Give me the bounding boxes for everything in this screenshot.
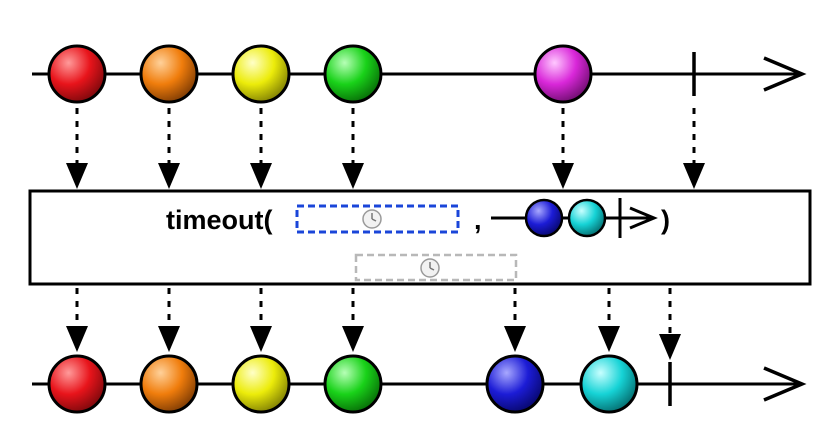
source-timeline (32, 44, 807, 104)
source-magenta-marble (533, 44, 593, 104)
result-cyan-marble (579, 354, 639, 414)
result-red-marble (47, 354, 107, 414)
clock-icon (362, 209, 382, 229)
arrow-out-fallback-2 (598, 288, 620, 352)
arrow-in-4 (342, 108, 364, 189)
result-orange-marble (139, 354, 199, 414)
arrow-out-2 (158, 288, 180, 352)
operator-separator: , (474, 205, 482, 235)
arrow-out-fallback-1 (504, 288, 526, 352)
arrow-in-2 (158, 108, 180, 189)
operator-box: timeout( , ) (28, 189, 812, 286)
result-marbles (47, 354, 639, 414)
emission-arrows-in (66, 108, 705, 189)
source-marbles (47, 44, 593, 104)
timeout-timer-active (295, 204, 460, 234)
source-yellow-marble (231, 44, 291, 104)
source-green-marble (323, 44, 383, 104)
source-orange-marble (139, 44, 199, 104)
arrow-in-3 (250, 108, 272, 189)
source-red-marble (47, 44, 107, 104)
arrow-in-completion (683, 108, 705, 189)
arrow-in-1 (66, 108, 88, 189)
result-arrowhead (763, 366, 807, 402)
result-yellow-marble (231, 354, 291, 414)
emission-arrows-out (66, 288, 681, 360)
result-blue-marble (485, 354, 545, 414)
operator-name: timeout( (166, 205, 272, 235)
arrow-out-4 (342, 288, 364, 352)
clock-icon (420, 258, 440, 278)
result-green-marble (323, 354, 383, 414)
operator-close-paren: ) (661, 205, 670, 235)
result-timeline (32, 354, 807, 414)
fallback-arrowhead (629, 206, 658, 230)
arrow-out-3 (250, 288, 272, 352)
arrow-out-1 (66, 288, 88, 352)
fallback-marble-blue (524, 198, 564, 238)
arrow-in-5 (552, 108, 574, 189)
source-arrowhead (763, 56, 807, 92)
fallback-marble-cyan (567, 198, 607, 238)
fallback-observable (491, 198, 658, 238)
timeout-timer-expired (354, 253, 518, 282)
arrow-out-completion (659, 288, 681, 360)
